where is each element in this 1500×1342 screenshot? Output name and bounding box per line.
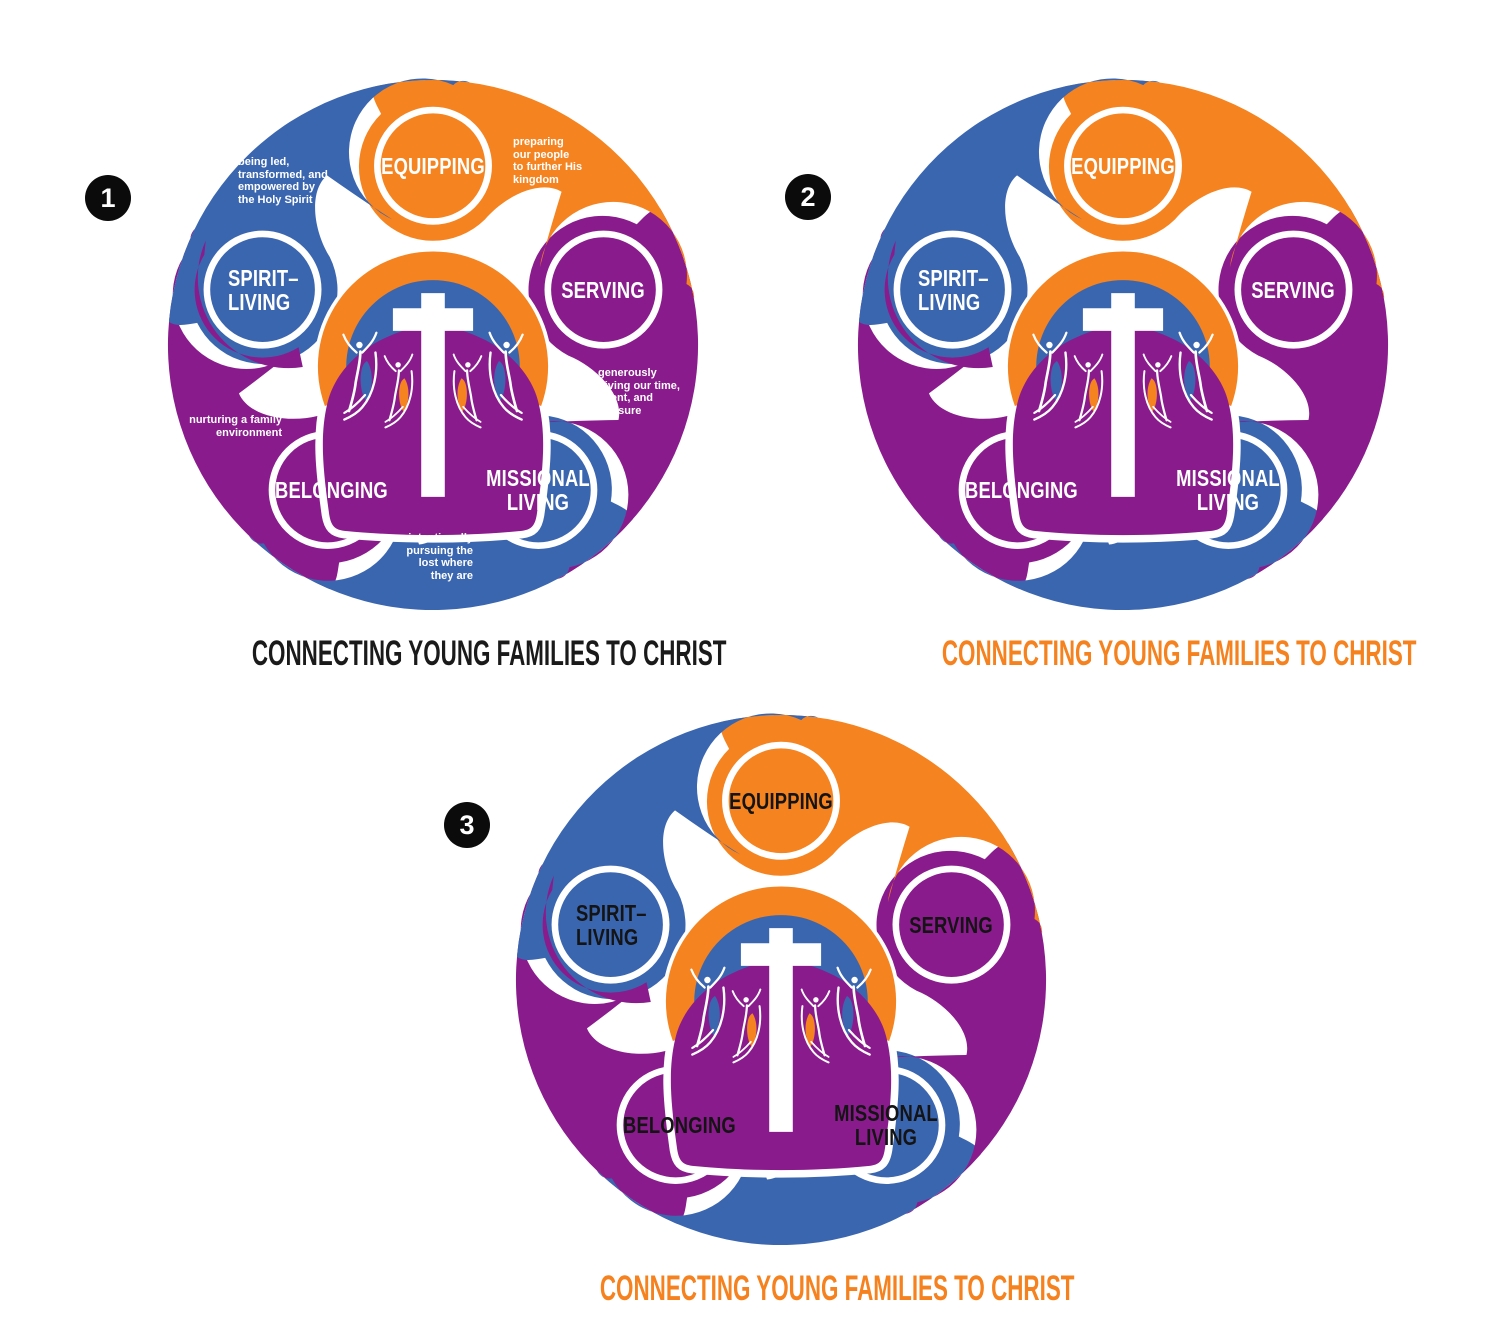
diagram-caption: CONNECTING YOUNG FAMILIES TO CHRIST [599, 1269, 1075, 1308]
annotation-serving: generously giving our time, talent, and … [598, 367, 680, 417]
diagram-variant-3: EQUIPPING SERVING MISSIONAL LIVING BELON… [498, 697, 1075, 1342]
annotation-spirit-living: being led, transformed, and empowered by… [238, 156, 328, 206]
label-spirit-living: SPIRIT– LIVING [576, 900, 647, 950]
label-serving: SERVING [909, 912, 993, 938]
variant-number-badge: 1 [85, 175, 131, 221]
pinwheel-graphic [840, 62, 1406, 628]
label-serving: SERVING [1251, 277, 1335, 303]
annotation-belonging: nurturing a family environment [189, 414, 282, 439]
label-equipping: EQUIPPING [381, 153, 485, 179]
diagram-variant-1: EQUIPPING SERVING MISSIONAL LIVING BELON… [150, 62, 727, 707]
annotation-equipping: preparing our people to further His king… [513, 136, 583, 186]
label-spirit-living: SPIRIT– LIVING [918, 265, 989, 315]
label-missional-living: MISSIONAL LIVING [834, 1100, 938, 1150]
variant-number-badge: 2 [785, 174, 831, 220]
diagram-variant-2: EQUIPPING SERVING MISSIONAL LIVING BELON… [840, 62, 1417, 707]
label-spirit-living: SPIRIT– LIVING [228, 265, 299, 315]
label-missional-living: MISSIONAL LIVING [1176, 465, 1280, 515]
label-belonging: BELONGING [275, 477, 388, 503]
annotation-missional-living: intentionally pursuing the lost where th… [406, 532, 473, 582]
variant-number-badge: 3 [444, 802, 490, 848]
diagram-caption: CONNECTING YOUNG FAMILIES TO CHRIST [251, 634, 727, 673]
label-missional-living: MISSIONAL LIVING [486, 465, 590, 515]
label-equipping: EQUIPPING [729, 788, 833, 814]
label-serving: SERVING [561, 277, 645, 303]
label-equipping: EQUIPPING [1071, 153, 1175, 179]
label-belonging: BELONGING [623, 1112, 736, 1138]
label-belonging: BELONGING [965, 477, 1078, 503]
pinwheel-graphic [498, 697, 1064, 1263]
diagram-caption: CONNECTING YOUNG FAMILIES TO CHRIST [941, 634, 1417, 673]
